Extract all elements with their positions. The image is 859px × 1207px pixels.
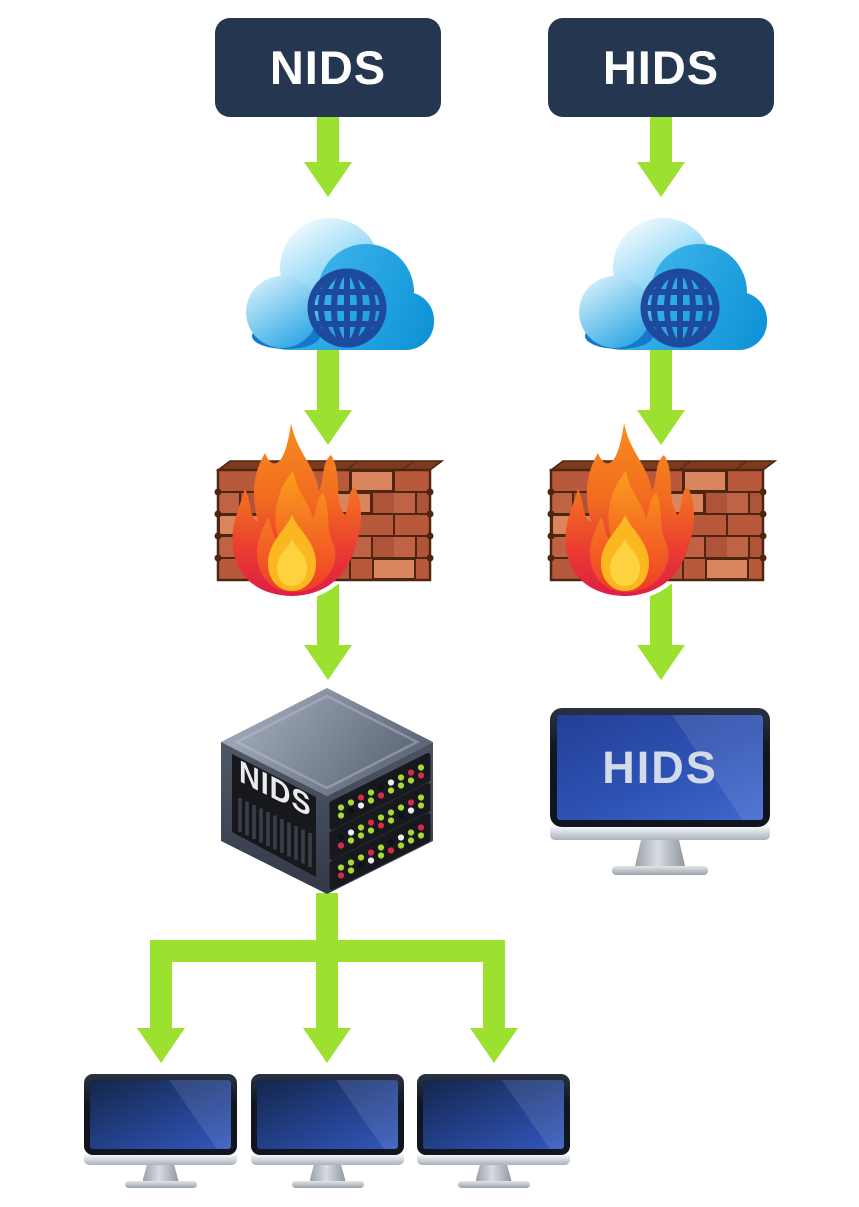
internet-cloud-icon [218, 208, 438, 358]
down-arrow-icon [637, 117, 685, 197]
host-monitor-2 [251, 1074, 404, 1188]
hids-title-box: HIDS [548, 18, 774, 117]
monitor-chin [251, 1155, 404, 1165]
server-led-panels [329, 753, 431, 890]
host-monitor-1 [84, 1074, 237, 1188]
branch-arrows-icon [137, 893, 518, 1063]
server-vents-icon [238, 798, 312, 867]
monitor-screen [423, 1080, 564, 1149]
internet-cloud-icon [551, 208, 771, 358]
monitor-bezel [417, 1074, 570, 1155]
monitor-stand-base [612, 866, 708, 875]
nids-title-box: NIDS [215, 18, 441, 117]
down-arrow-icon [304, 117, 352, 197]
down-arrow-icon [304, 584, 352, 680]
monitor-stand-base [291, 1181, 364, 1188]
hids-host-monitor: HIDS [550, 708, 770, 875]
server-led-lights [337, 764, 425, 879]
monitor-chin [84, 1155, 237, 1165]
nids-title: NIDS [269, 41, 387, 94]
monitor-screen [257, 1080, 398, 1149]
monitor-screen: HIDS [557, 715, 763, 820]
host-monitor-3 [417, 1074, 570, 1188]
monitor-bezel: HIDS [550, 708, 770, 827]
monitor-chin [417, 1155, 570, 1165]
monitor-stand-neck [309, 1165, 346, 1181]
monitor-bezel [251, 1074, 404, 1155]
down-arrow-icon [637, 584, 685, 680]
firewall-brick-flame-icon [214, 419, 444, 604]
monitor-screen [90, 1080, 231, 1149]
monitor-stand-base [124, 1181, 197, 1188]
monitor-chin [550, 827, 770, 840]
screen-glare [168, 1080, 231, 1149]
monitor-stand-neck [142, 1165, 179, 1181]
nids-server-rack-icon: NIDS [221, 688, 433, 894]
screen-glare [335, 1080, 398, 1149]
monitor-stand-neck [635, 840, 685, 866]
down-arrow-icon [304, 344, 352, 445]
hids-title: HIDS [602, 41, 720, 94]
screen-glare [501, 1080, 564, 1149]
monitor-stand-neck [475, 1165, 512, 1181]
down-arrow-icon [637, 344, 685, 445]
monitor-stand-base [457, 1181, 530, 1188]
hids-screen-label: HIDS [602, 741, 718, 793]
firewall-brick-flame-icon [547, 419, 777, 604]
monitor-bezel [84, 1074, 237, 1155]
